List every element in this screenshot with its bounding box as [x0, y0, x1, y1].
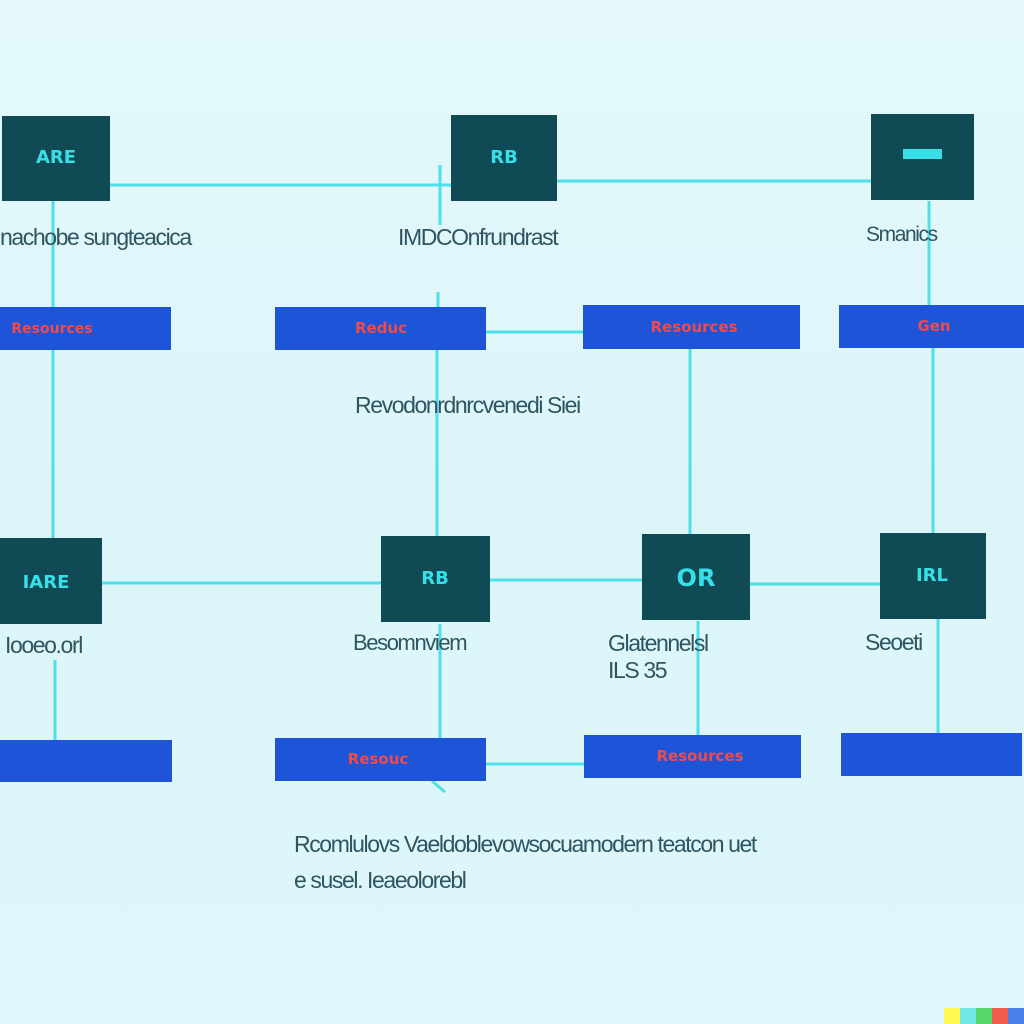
minus-icon	[903, 149, 942, 159]
node-n4: IARE	[0, 538, 102, 624]
node-label: IARE	[23, 572, 70, 593]
label-bottom-right-1: Glatennelsl	[608, 630, 709, 656]
node-n1: ARE	[2, 116, 110, 201]
bar-b7: Resources	[584, 735, 801, 778]
bar-b4: Gen	[839, 305, 1024, 348]
bar-label: Gen	[917, 317, 950, 335]
bar-b5	[0, 740, 172, 782]
node-n5: RB	[381, 536, 490, 622]
label-bottom-far-right: Seoeti	[865, 629, 923, 655]
footer-line-1: Rcomlulovs Vaeldoblevowsocuamodern teatc…	[294, 831, 757, 857]
node-label: ARE	[36, 147, 76, 168]
connector-line	[431, 779, 446, 794]
bar-label: Resources	[650, 318, 737, 336]
stripe-red	[992, 1008, 1008, 1024]
label-bottom-left: Iooeo.orl	[5, 632, 83, 658]
bar-b6: Resouc	[275, 738, 486, 781]
bar-b2: Reduc	[275, 307, 486, 350]
footer-line-2: e susel. Ieaeolorebl	[294, 867, 467, 893]
label-top-center: IMDCOnfrundrast	[398, 224, 559, 250]
node-n7: IRL	[880, 533, 986, 619]
bar-b3: Resources	[583, 305, 800, 349]
bar-b1: Resources	[0, 307, 171, 350]
label-top-right: Smanics	[866, 223, 938, 246]
node-label: OR	[677, 564, 716, 592]
stripe-cyan	[960, 1008, 976, 1024]
node-n6: OR	[642, 534, 750, 620]
bar-label: Resources	[11, 321, 92, 337]
bar-label: Resouc	[348, 750, 409, 768]
bar-label: Reduc	[355, 319, 407, 337]
bar-label: Resources	[656, 747, 743, 765]
bar-b8	[841, 733, 1022, 776]
node-label: RB	[421, 568, 449, 589]
label-bottom-center: Besomnviem	[353, 630, 468, 655]
stripe-blue	[1008, 1008, 1024, 1024]
node-n2: RB	[451, 115, 557, 201]
label-bottom-right-2: ILS 35	[608, 657, 668, 683]
label-top-left: nachobe sungteacica	[0, 224, 192, 250]
stripe-yellow	[944, 1008, 960, 1024]
node-label: RB	[490, 147, 518, 168]
node-label: IRL	[916, 565, 948, 586]
stripe-green	[976, 1008, 992, 1024]
connector-lines	[51, 165, 940, 794]
node-n3	[871, 114, 974, 200]
label-middle: Revodonrdnrcvenedi Siei	[355, 392, 581, 418]
